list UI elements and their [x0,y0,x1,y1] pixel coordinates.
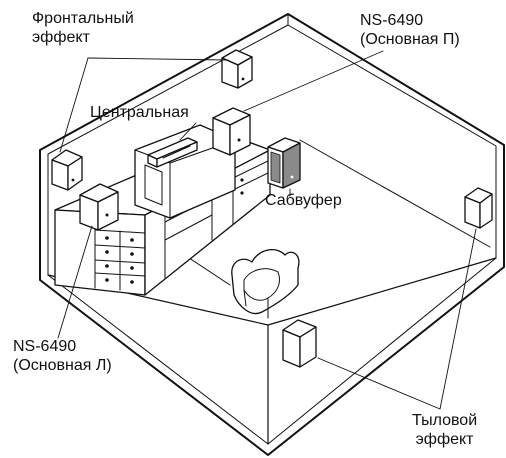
subwoofer [267,137,301,189]
label-front-effect-line1: Фронтальный [32,10,134,27]
label-main-left-line1: NS-6490 [13,338,77,355]
label-rear-effect: Тыловой эффект [412,411,477,449]
label-subwoofer-text: Сабвуфер [265,192,342,209]
leader-lines [57,50,477,410]
label-main-left-line2: (Основная Л) [13,357,112,374]
rear-effect-left-speaker [282,319,317,368]
rear-effect-right-speaker [464,187,493,229]
front-effect-right-speaker [221,49,253,89]
label-main-right-line1: NS-6490 [360,12,424,29]
center-speaker [147,137,198,168]
label-rear-effect-line2: эффект [415,431,474,448]
label-subwoofer: Сабвуфер [265,191,342,210]
front-effect-left-speaker [51,149,83,191]
armchair [231,249,300,319]
main-left-speaker [79,183,119,231]
label-main-left: NS-6490 (Основная Л) [13,337,112,375]
label-rear-effect-line1: Тыловой [412,412,478,429]
label-front-effect-line2: эффект [32,29,90,46]
label-center: Центральная [90,103,189,122]
label-center-text: Центральная [90,104,189,121]
label-main-right: NS-6490 (Основная П) [360,11,460,49]
main-right-speaker [212,107,251,156]
label-main-right-line2: (Основная П) [360,31,460,48]
room [39,13,505,456]
label-front-effect: Фронтальный эффект [32,9,134,47]
